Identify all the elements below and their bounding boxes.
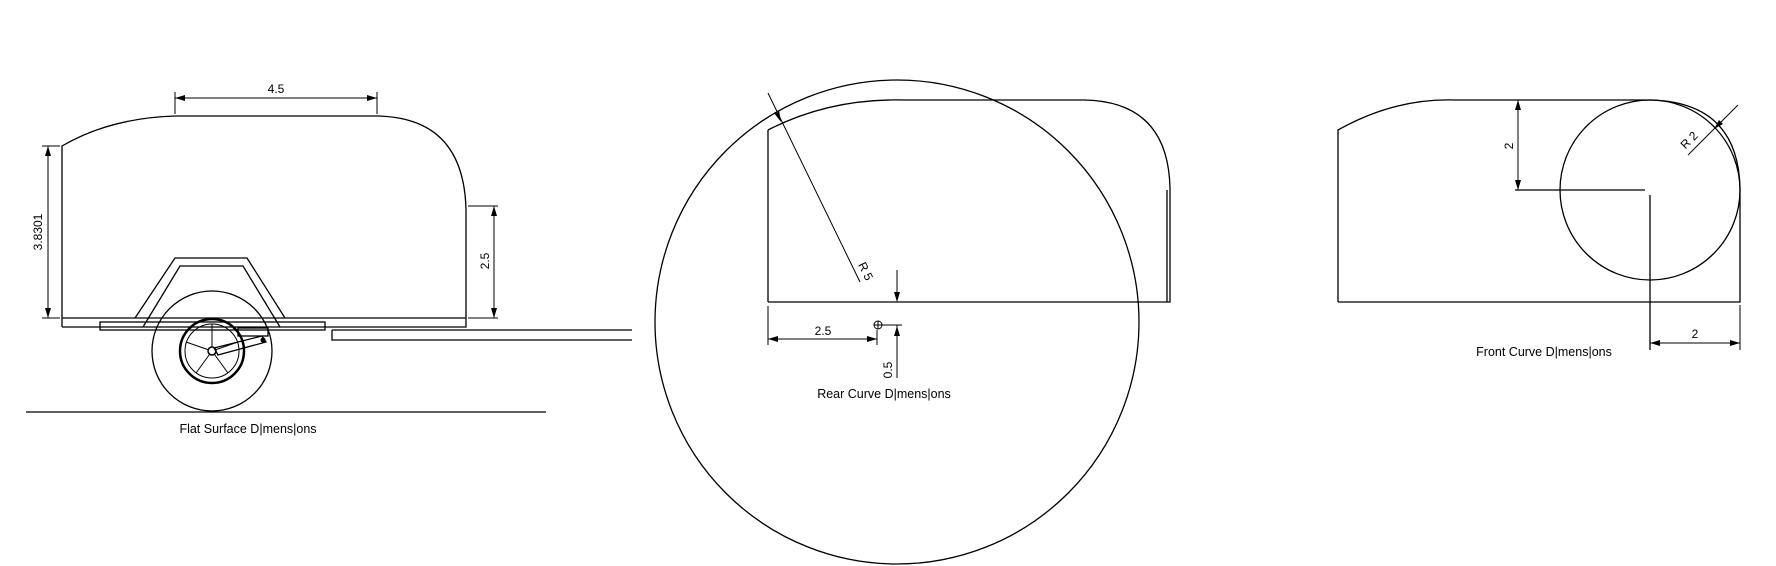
rear-radius-leader [767, 92, 861, 283]
dim-right-height-label: 2.5 [478, 252, 492, 269]
front-view-caption: Front Curve D|mens|ons [1476, 345, 1612, 359]
rear-dim-horizontal [767, 306, 878, 345]
dim-top-width [174, 92, 378, 114]
front-dim-vertical-label: 2 [1502, 142, 1516, 149]
front-radius-label: R 2 [1678, 128, 1701, 151]
flat-view-caption: Flat Surface D|mens|ons [179, 422, 316, 436]
dim-top-width-label: 4.5 [268, 82, 285, 96]
dim-left-height [42, 145, 60, 319]
rear-view-caption: Rear Curve D|mens|ons [817, 387, 951, 401]
front-dim-vertical [1510, 99, 1530, 190]
tire [151, 290, 273, 412]
rear-trailer-outline [767, 99, 1171, 303]
suspension-arm [213, 335, 268, 356]
rear-curve-view: R 5 2.5 0.5 Rear Curve D|mens|ons [654, 79, 1171, 565]
trailer-body-outline [61, 115, 467, 328]
front-dim-horizontal-label: 2 [1692, 327, 1699, 341]
dim-right-height [468, 205, 498, 319]
dim-left-height-label: 3.8301 [31, 213, 45, 250]
rim-outer [178, 317, 246, 385]
wheel-fender-outer [134, 257, 286, 319]
front-dim-horizontal [1650, 305, 1741, 350]
tongue-rail [331, 329, 632, 341]
front-radius-leader [1687, 104, 1739, 156]
rear-dim-vertical [882, 324, 902, 378]
suspension-pivot [260, 337, 266, 343]
front-trailer-outline [1337, 99, 1741, 303]
suspension-mount [237, 327, 269, 337]
rear-dim-vertical-label: 0.5 [881, 361, 895, 378]
rear-radius-circle [654, 79, 1140, 565]
rear-dim-horizontal-label: 2.5 [815, 324, 832, 338]
rear-radius-arrow [774, 110, 781, 122]
flat-surface-view: 4.5 3.8301 2.5 Flat Surface D|mens|ons [26, 82, 632, 436]
wheel-fender-inner [142, 265, 281, 328]
front-curve-view: 2 R 2 2 Front Curve D|mens|ons [1337, 99, 1741, 359]
